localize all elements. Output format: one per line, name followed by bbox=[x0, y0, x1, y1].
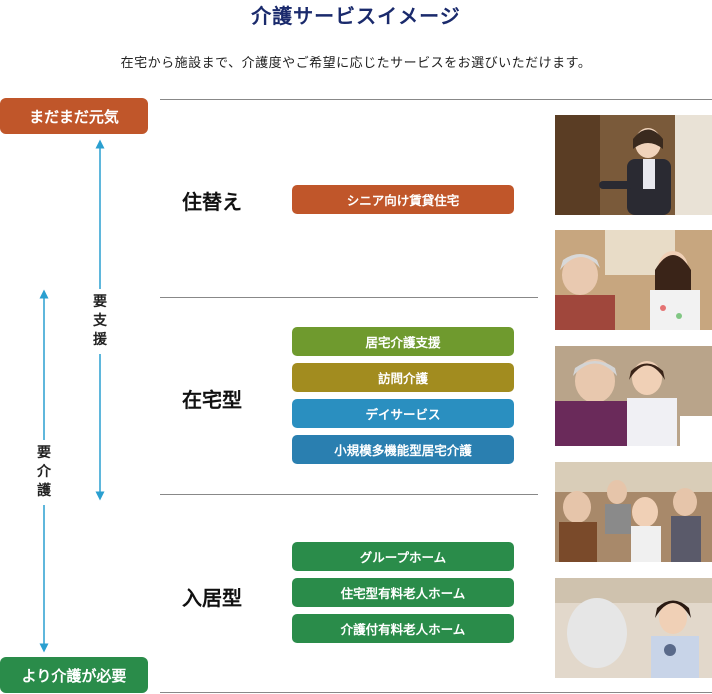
page-title: 介護サービスイメージ bbox=[251, 4, 461, 28]
service-home-visit-care[interactable]: 訪問介護 bbox=[292, 363, 514, 392]
support-level-label: 要支援 bbox=[90, 289, 110, 354]
divider-2 bbox=[160, 494, 538, 495]
divider-1 bbox=[160, 297, 538, 298]
stage-badge-healthy: まだまだ元気 bbox=[0, 98, 148, 134]
photo-group-activity bbox=[555, 462, 712, 562]
care-level-arrows bbox=[39, 139, 105, 653]
care-level-label: 要介護 bbox=[34, 440, 54, 505]
service-care-planning[interactable]: 居宅介護支援 bbox=[292, 327, 514, 356]
photo-caregiver-hug bbox=[555, 346, 712, 446]
category-residential: 入居型 bbox=[182, 586, 242, 610]
service-senior-rental[interactable]: シニア向け賃貸住宅 bbox=[292, 185, 514, 214]
service-nursing-home[interactable]: 介護付有料老人ホーム bbox=[292, 614, 514, 643]
category-relocation: 住替え bbox=[182, 190, 242, 214]
photo-caregiver-conversation bbox=[555, 230, 712, 330]
service-residential-home[interactable]: 住宅型有料老人ホーム bbox=[292, 578, 514, 607]
service-group-home[interactable]: グループホーム bbox=[292, 542, 514, 571]
photo-staff-greeting bbox=[555, 115, 712, 215]
vertical-char: 援 bbox=[93, 332, 107, 348]
vertical-char: 要 bbox=[93, 294, 107, 310]
vertical-char: 介 bbox=[37, 464, 51, 480]
stage-badge-more-care: より介護が必要 bbox=[0, 657, 148, 693]
photo-caregiver-smiling bbox=[555, 578, 712, 678]
service-small-multifunction[interactable]: 小規模多機能型居宅介護 bbox=[292, 435, 514, 464]
service-day-service[interactable]: デイサービス bbox=[292, 399, 514, 428]
divider-bottom bbox=[160, 692, 712, 693]
category-home-care: 在宅型 bbox=[182, 388, 242, 412]
divider-top bbox=[160, 99, 712, 100]
vertical-char: 要 bbox=[37, 445, 51, 461]
page-subtitle: 在宅から施設まで、介護度やご希望に応じたサービスをお選びいただけます。 bbox=[120, 56, 592, 71]
vertical-char: 護 bbox=[37, 483, 51, 499]
vertical-char: 支 bbox=[93, 313, 107, 329]
